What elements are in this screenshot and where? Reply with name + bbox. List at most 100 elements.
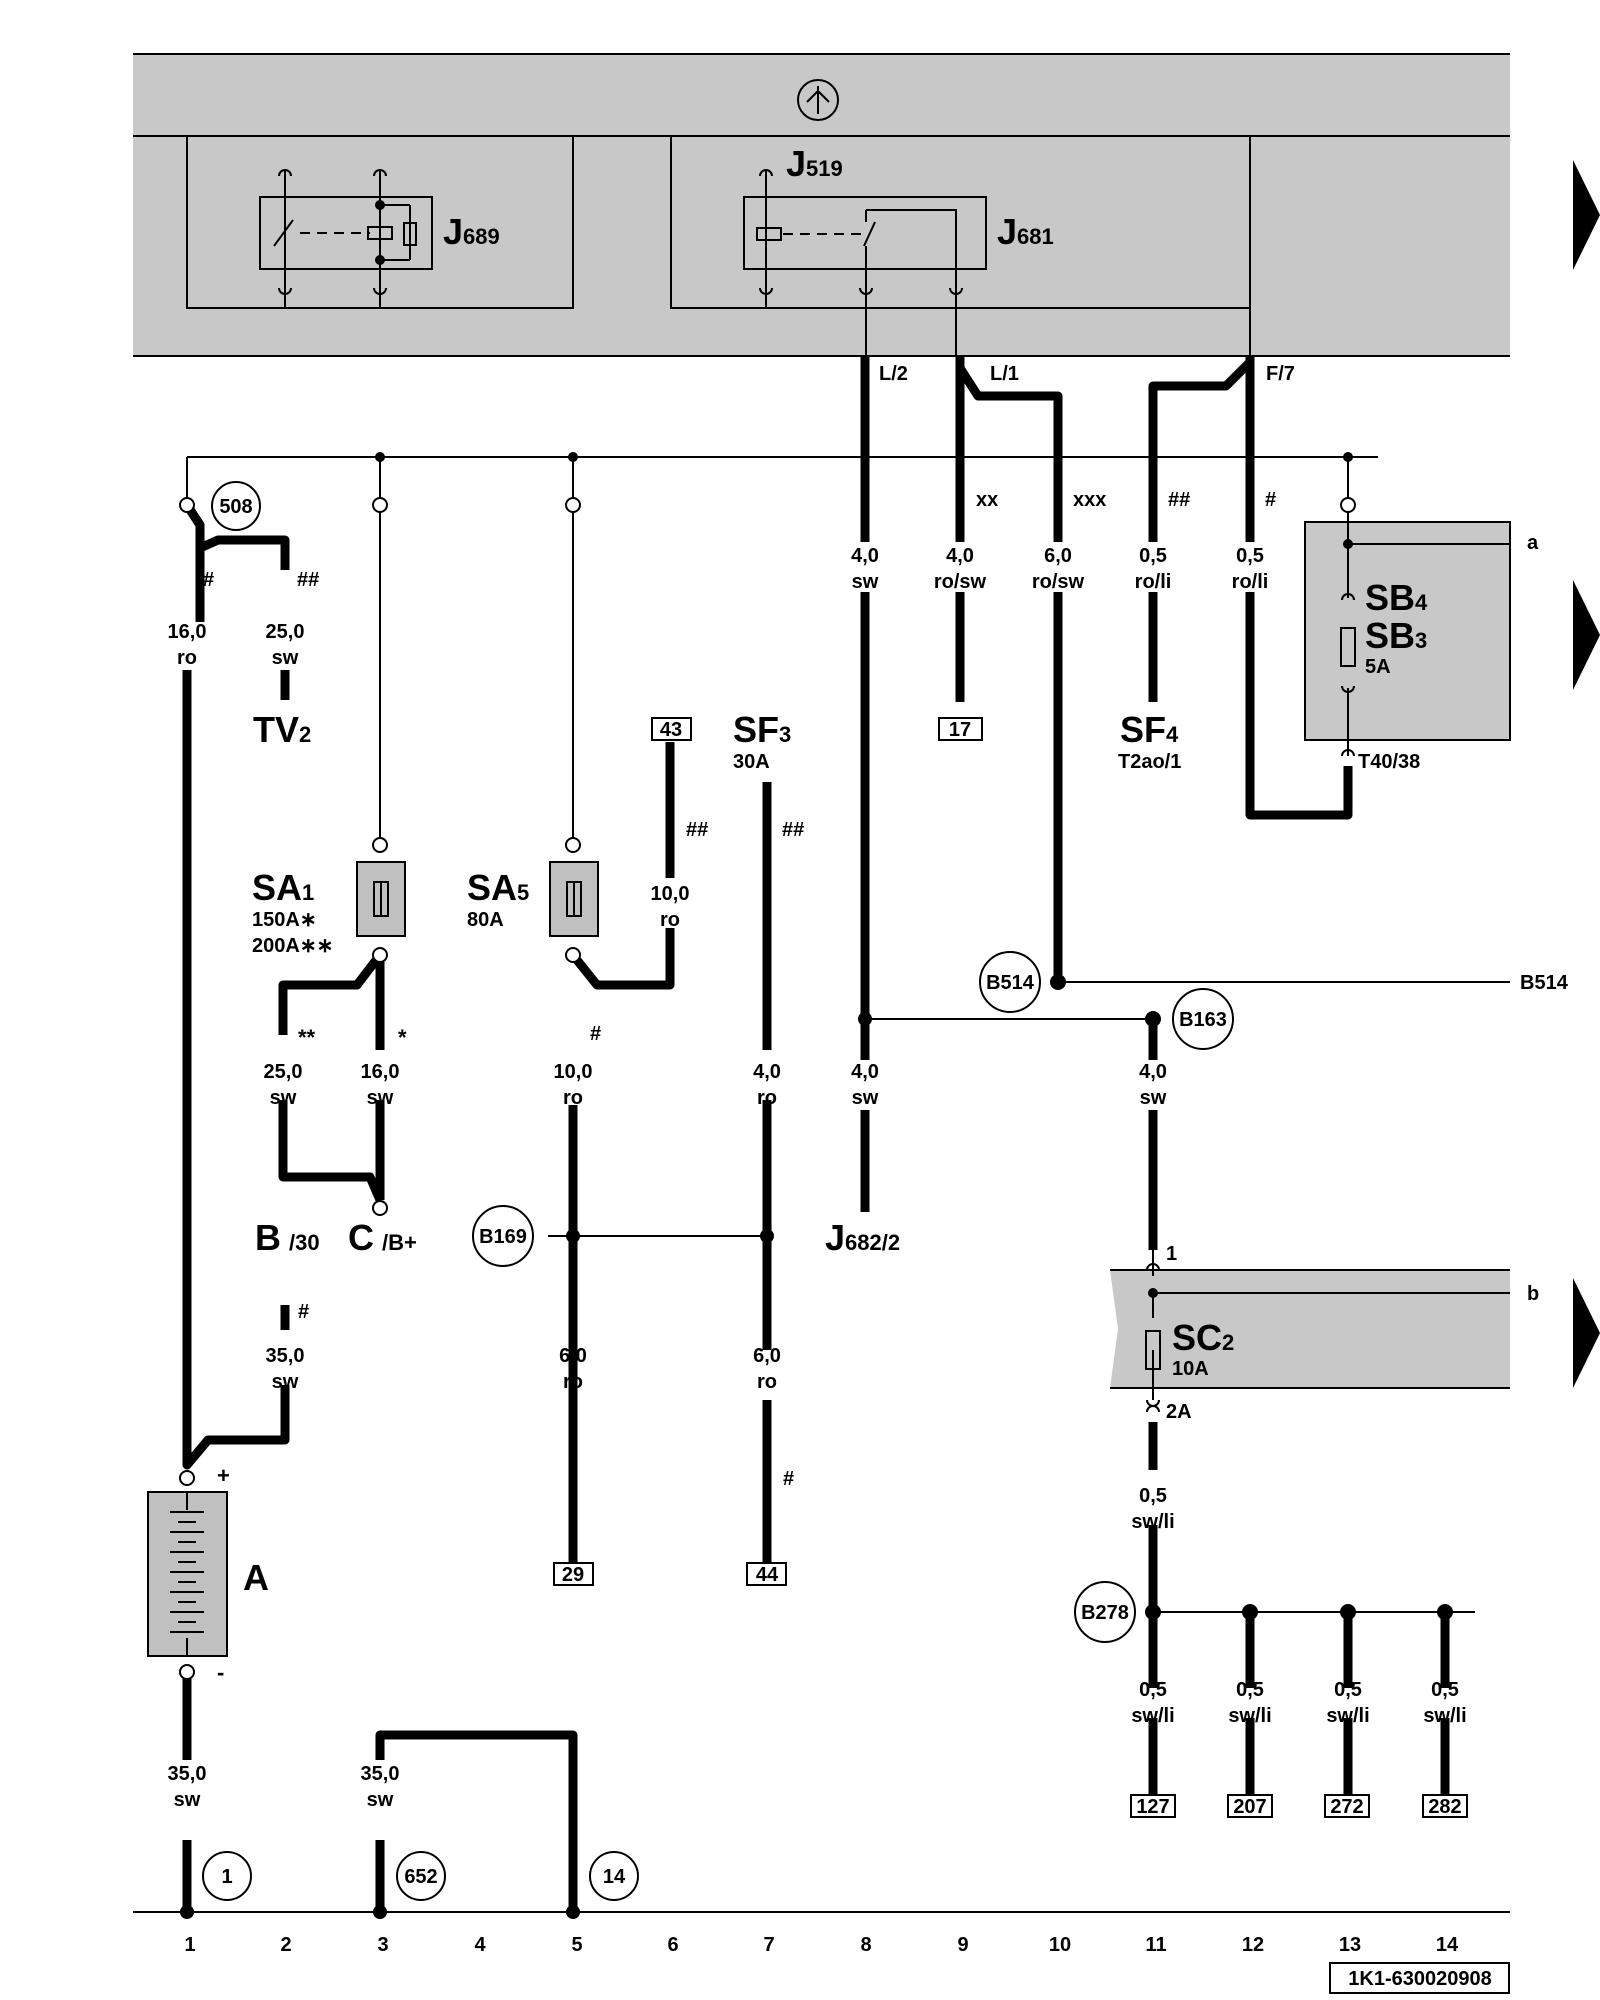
terminal-17: 17 xyxy=(949,719,971,741)
wire-color: ro/li xyxy=(1232,571,1269,593)
wire-color: ro xyxy=(757,1087,777,1109)
marker: * xyxy=(398,1025,407,1050)
column-numbers: 1 2 3 4 5 6 7 8 9 10 11 12 13 14 xyxy=(184,1934,1459,1956)
wire-size: 10,0 xyxy=(554,1061,593,1083)
wire-color: ro/li xyxy=(1135,571,1172,593)
wire-size: 0,5 xyxy=(1139,545,1167,567)
column-number: 10 xyxy=(1049,1934,1071,1956)
continuation-arrow-icon[interactable] xyxy=(1573,1278,1600,1388)
column-number: 8 xyxy=(860,1934,871,1956)
marker: # xyxy=(298,1301,309,1323)
relay-label-j681: J681 xyxy=(997,211,1054,252)
connector-labels: L/2 L/1 F/7 T40/38 1 2A xyxy=(879,363,1420,1423)
wire-size: 4,0 xyxy=(851,1061,879,1083)
marker: # xyxy=(590,1023,601,1045)
component-sa1-rating-1: 150A∗ xyxy=(252,909,317,931)
terminal-43: 43 xyxy=(660,719,682,741)
wire-size: 35,0 xyxy=(361,1763,400,1785)
wire-color: sw xyxy=(174,1789,201,1811)
relay-label-j689: J689 xyxy=(443,211,500,252)
ref-1: 1 xyxy=(221,1866,232,1888)
wire-color: ro xyxy=(563,1087,583,1109)
fuse-sb3 xyxy=(1340,627,1356,667)
circled-references xyxy=(202,481,1234,1901)
marker: xxx xyxy=(1073,489,1106,511)
wire-color: sw xyxy=(852,571,879,593)
continuation-arrow-icon[interactable] xyxy=(1573,160,1600,270)
component-tv2: TV2 xyxy=(253,709,311,750)
junction-dots xyxy=(180,452,1453,1919)
column-number: 12 xyxy=(1242,1934,1264,1956)
drawing-code: 1K1-630020908 xyxy=(1348,1968,1491,1990)
component-sa5: SA5 xyxy=(467,867,529,908)
circled-reference-labels: 508 B514 B163 B169 B278 1 652 14 xyxy=(219,496,1227,1888)
wire-color: sw xyxy=(272,647,299,669)
marker: ** xyxy=(298,1025,316,1050)
edge-labels: a b B514 xyxy=(1520,532,1569,1305)
component-labels: TV2 SF3 30A SF4 T2ao/1 SB4 SB3 5A SA1 15… xyxy=(217,577,1428,1685)
continuation-arrow-icon[interactable] xyxy=(1573,580,1600,690)
battery-plus: + xyxy=(217,1463,230,1488)
column-number: 2 xyxy=(280,1934,291,1956)
wire-size: 0,5 xyxy=(1236,1679,1264,1701)
terminal-44: 44 xyxy=(756,1564,779,1586)
wire-color: sw xyxy=(272,1371,299,1393)
wire-color: ro xyxy=(177,647,197,669)
ref-b278: B278 xyxy=(1081,1602,1129,1624)
connector-l2: L/2 xyxy=(879,363,908,385)
wire-color: ro xyxy=(660,909,680,931)
wire-size: 16,0 xyxy=(168,621,207,643)
terminal-127: 127 xyxy=(1136,1796,1169,1818)
ref-652: 652 xyxy=(404,1866,437,1888)
ref-b163: B163 xyxy=(1179,1009,1227,1031)
wire-size: 0,5 xyxy=(1431,1679,1459,1701)
terminal-282: 282 xyxy=(1428,1796,1461,1818)
component-sf4: SF4 xyxy=(1120,709,1179,750)
wire-labels: 16,0 ro 25,0 sw 4,0 sw 4,0 ro/sw 6,0 ro/… xyxy=(168,545,1467,1811)
component-sc2: SC2 xyxy=(1172,1317,1234,1358)
fuse-sa5 xyxy=(549,861,599,937)
wire-color: sw xyxy=(367,1789,394,1811)
ref-14: 14 xyxy=(603,1866,626,1888)
column-number: 1 xyxy=(184,1934,195,1956)
battery-minus: - xyxy=(217,1660,224,1685)
relay-j689 xyxy=(186,136,574,309)
terminal-boxes xyxy=(553,717,1510,1994)
component-b30: B/30 xyxy=(255,1217,320,1258)
marker: # xyxy=(783,1468,794,1490)
component-battery-a: A xyxy=(243,1557,269,1598)
wire-color: ro xyxy=(563,1371,583,1393)
marker: ## xyxy=(1168,489,1190,511)
plug-contacts xyxy=(1146,593,1355,1413)
component-sb3: SB3 xyxy=(1365,615,1427,656)
fuse-sc2 xyxy=(1145,1330,1161,1370)
fuse-sa1 xyxy=(356,861,406,937)
open-terminals xyxy=(179,497,1356,1680)
relay-j681 xyxy=(670,136,1251,356)
column-number: 13 xyxy=(1339,1934,1361,1956)
marker: ## xyxy=(782,819,804,841)
column-number: 9 xyxy=(957,1934,968,1956)
wire-color: sw xyxy=(852,1087,879,1109)
wire-size: 4,0 xyxy=(946,545,974,567)
wire-size: 4,0 xyxy=(753,1061,781,1083)
connector-l1: L/1 xyxy=(990,363,1019,385)
wire-color: sw/li xyxy=(1228,1705,1271,1727)
column-number: 4 xyxy=(474,1934,486,1956)
wire-size: 16,0 xyxy=(361,1061,400,1083)
edge-label-b514: B514 xyxy=(1520,972,1569,994)
fuse-strip-sc xyxy=(1110,1269,1510,1389)
relay-panel: J689 J519 J681 xyxy=(133,53,1510,357)
ref-b514: B514 xyxy=(986,972,1035,994)
wire-color: ro xyxy=(757,1371,777,1393)
component-sa1-rating-2: 200A∗∗ xyxy=(252,935,333,957)
terminal-207: 207 xyxy=(1233,1796,1266,1818)
thick-wires xyxy=(182,356,1450,1912)
marker: ## xyxy=(686,819,708,841)
wire-size: 10,0 xyxy=(651,883,690,905)
connector-pin2a: 2A xyxy=(1166,1401,1192,1423)
wire-size: 0,5 xyxy=(1139,1679,1167,1701)
wire-color: sw/li xyxy=(1423,1705,1466,1727)
fuse-box-sb xyxy=(1304,521,1511,741)
